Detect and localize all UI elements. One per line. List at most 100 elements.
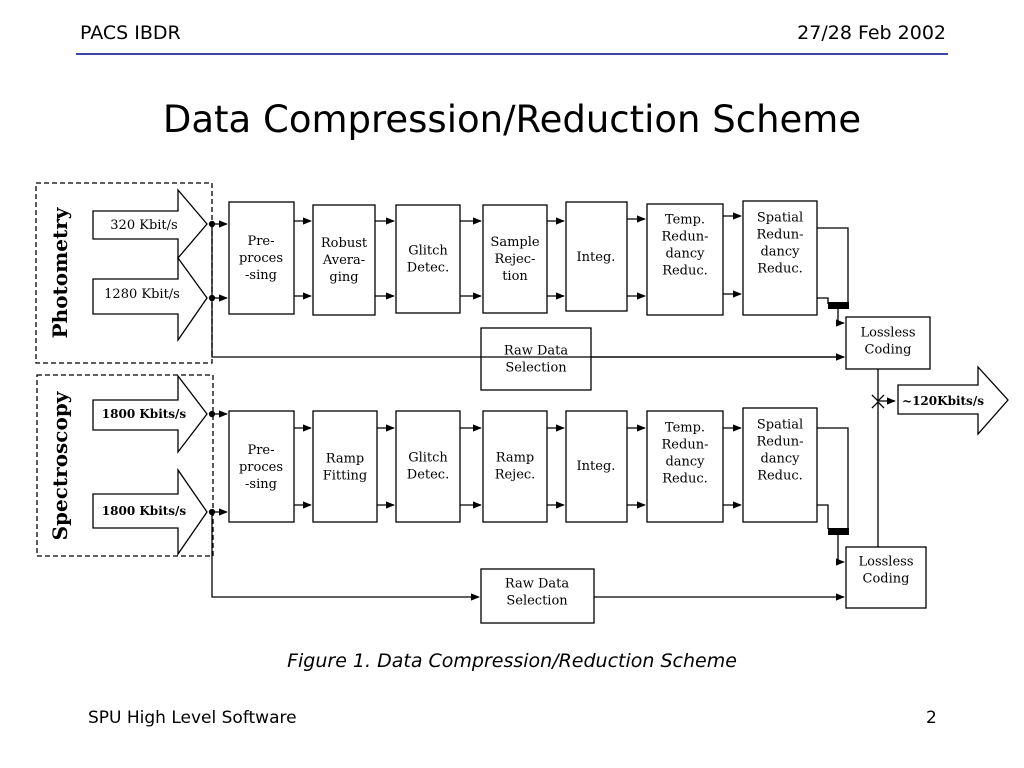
- spectroscopy-integration-label-line: Integ.: [577, 459, 616, 474]
- spectroscopy-ramp-fitting-label-line: Fitting: [323, 469, 367, 484]
- photometry-spatial-redundancy-label-line: dancy: [760, 245, 800, 260]
- photometry-input-arrow-2: [92, 255, 208, 343]
- photometry-spatial-redundancy-label-line: Reduc.: [757, 262, 803, 277]
- photometry-raw-data-selection-label-line: Selection: [505, 361, 567, 376]
- spectroscopy-temporal-redundancy-label-line: dancy: [665, 455, 705, 470]
- photometry-temporal-redundancy-label-line: Reduc.: [662, 264, 708, 279]
- photometry-block-glitch-detection: [395, 204, 461, 314]
- spectroscopy-temporal-redundancy-label-line: Temp.: [665, 421, 705, 436]
- photometry-block-preprocessing: [228, 201, 295, 315]
- photometry-block-sample-rejection: [482, 204, 548, 314]
- spectroscopy-section: [36, 374, 927, 624]
- photometry-preprocessing-label-line: -sing: [245, 268, 277, 283]
- header-left: PACS IBDR: [80, 22, 181, 44]
- spectroscopy-merge-bar: [828, 528, 849, 535]
- page-number: 2: [926, 708, 937, 728]
- photometry-sample-rejection-label-line: Sample: [490, 235, 539, 250]
- spectroscopy-glitch-detection-label-line: Detec.: [407, 468, 449, 483]
- photometry-lossless-coding-label-line: Coding: [865, 343, 912, 358]
- spectroscopy-block-ramp-fitting: [312, 410, 378, 523]
- spectroscopy-spatial-redundancy-label-line: Reduc.: [757, 469, 803, 484]
- spectroscopy-raw-data-selection-label-line: Raw Data: [505, 577, 569, 592]
- photometry-glitch-detection-label-line: Detec.: [407, 261, 449, 276]
- output-arrow: [897, 365, 1009, 436]
- spectroscopy-integration-label: Integ.: [577, 459, 616, 474]
- spectroscopy-lossless-coding-label-line: Lossless: [859, 555, 914, 570]
- photometry-spatial-redundancy-label-line: Redun-: [757, 228, 804, 243]
- spectroscopy-input-arrow-1: [92, 374, 208, 454]
- photometry-raw-data-selection: [480, 327, 592, 391]
- spectroscopy-block-glitch-detection: [395, 410, 461, 523]
- spectroscopy-glitch-detection-label-line: Glitch: [408, 451, 448, 466]
- photometry-preprocessing-label-line: Pre-: [247, 234, 274, 249]
- spectroscopy-input-rate-2: 1800 Kbits/s: [102, 504, 187, 518]
- spectroscopy-preprocessing-label-line: -sing: [245, 477, 277, 492]
- spectroscopy-lossless-coding-label-line: Coding: [863, 572, 910, 587]
- photometry-raw-data-selection-label-line: Raw Data: [504, 344, 568, 359]
- photometry-lossless-coding: [845, 316, 931, 370]
- spectroscopy-temporal-redundancy-label-line: Redun-: [662, 438, 709, 453]
- spectroscopy-raw-data-selection: [480, 568, 595, 624]
- photometry-input-rate-1: 320 Kbit/s: [110, 218, 177, 233]
- spectroscopy-ramp-rejection-label-line: Rejec.: [495, 468, 536, 483]
- spectroscopy-ramp-fitting-label-line: Ramp: [326, 452, 365, 467]
- photometry-temporal-redundancy-label-line: dancy: [665, 247, 705, 262]
- figure-caption: Figure 1. Data Compression/Reduction Sch…: [287, 650, 737, 672]
- spectroscopy-spatial-redundancy-label-line: Spatial: [757, 418, 803, 433]
- photometry-input-rate-2: 1280 Kbit/s: [104, 287, 180, 302]
- spectroscopy-input-rate-1: 1800 Kbits/s: [102, 407, 187, 421]
- photometry-sample-rejection-label-line: tion: [502, 269, 528, 284]
- photometry-temporal-redundancy-label-line: Redun-: [662, 230, 709, 245]
- photometry-lossless-coding-label-line: Lossless: [861, 326, 916, 341]
- footer-title: SPU High Level Software: [88, 708, 297, 728]
- spectroscopy-block-integration: [565, 410, 628, 523]
- spectroscopy-preprocessing-label-line: proces: [239, 460, 283, 475]
- header-right: 27/28 Feb 2002: [797, 22, 946, 44]
- photometry-glitch-detection-label-line: Glitch: [408, 244, 448, 259]
- spectroscopy-preprocessing-label-line: Pre-: [247, 443, 274, 458]
- photometry-preprocessing-label-line: proces: [239, 251, 283, 266]
- photometry-merge-bar: [828, 302, 849, 309]
- header-rule: [76, 53, 948, 55]
- spectroscopy-block-preprocessing: [228, 410, 295, 523]
- spectroscopy-preprocessing-label: Pre-proces -sing: [239, 443, 283, 492]
- spectroscopy-input-arrow-2: [92, 467, 208, 557]
- photometry-robust-averaging-label-line: ging: [329, 270, 358, 285]
- spectroscopy-block-spatial-redundancy: [742, 407, 818, 523]
- photometry-section: [35, 182, 931, 391]
- spectroscopy-spatial-redundancy-label-line: dancy: [760, 452, 800, 467]
- photometry-block-integration: [565, 201, 628, 312]
- output-rate-label: ~120Kbits/s: [902, 394, 984, 408]
- spectroscopy-raw-data-selection-label-line: Selection: [506, 594, 568, 609]
- photometry-robust-averaging-label-line: Robust: [321, 236, 368, 251]
- spectroscopy-block-temporal-redundancy: [646, 410, 724, 523]
- photometry-block-robust-averaging: [312, 204, 376, 316]
- photometry-integration-label: Integ.: [577, 250, 616, 265]
- spectroscopy-ramp-rejection-label-line: Ramp: [496, 451, 535, 466]
- page-title: Data Compression/Reduction Scheme: [162, 98, 862, 141]
- photometry-sample-rejection-label-line: Rejec-: [495, 252, 536, 267]
- photometry-spatial-redundancy-label-line: Spatial: [757, 211, 803, 226]
- spectroscopy-spatial-redundancy-label-line: Redun-: [757, 435, 804, 450]
- photometry-integration-label-line: Integ.: [577, 250, 616, 265]
- spectroscopy-label: Spectroscopy: [48, 390, 72, 540]
- spectroscopy-temporal-redundancy-label-line: Reduc.: [662, 472, 708, 487]
- spectroscopy-lossless-coding: [845, 546, 927, 609]
- photometry-temporal-redundancy-label-line: Temp.: [665, 213, 705, 228]
- photometry-preprocessing-label: Pre-proces -sing: [239, 234, 283, 283]
